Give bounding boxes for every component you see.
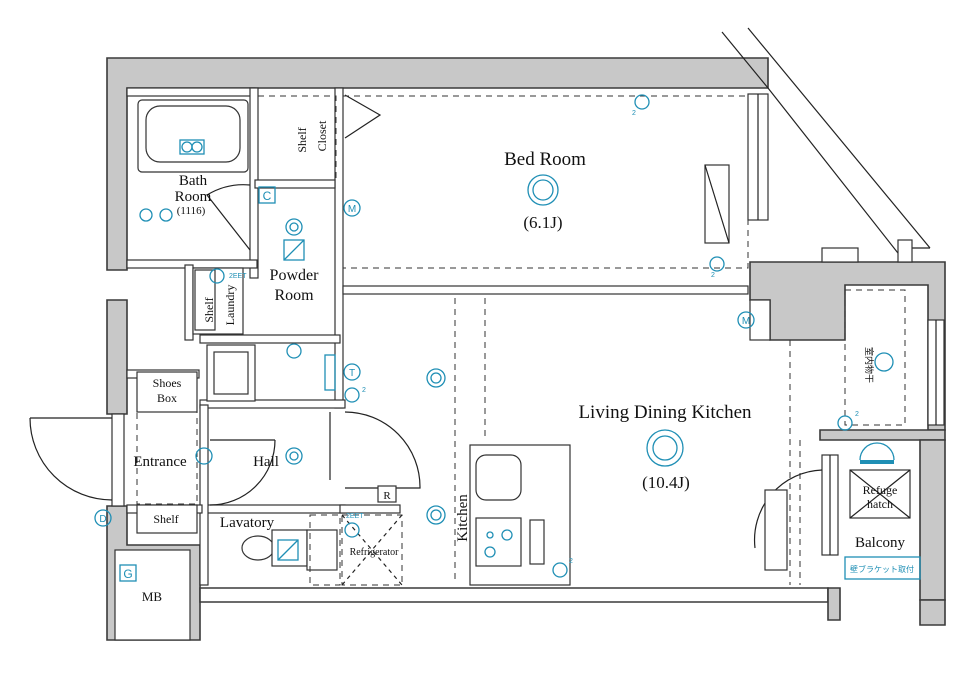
symbol-2-e: 2 — [569, 558, 573, 565]
symbol-g-text: G — [123, 567, 132, 581]
symbol-2eet-a: 2EET — [229, 273, 247, 280]
mb-label: MB — [142, 589, 163, 604]
ldk-dashed — [454, 289, 906, 585]
symbol-r-text: R — [383, 490, 391, 502]
bay-vent — [821, 247, 859, 263]
shelf-closet-label-1: Shelf — [295, 127, 309, 152]
symbol-m-text-1: M — [348, 204, 356, 215]
entrance-label: Entrance — [133, 454, 187, 470]
shelf-closet-label-2: Closet — [315, 120, 329, 151]
symbol-d-text: D — [99, 514, 106, 525]
refuge-hatch — [849, 469, 911, 519]
symbol-m-text-2: M — [742, 316, 750, 327]
shoes-box-label-2: Box — [157, 391, 177, 405]
bay-post — [897, 239, 913, 263]
bed-room-label: Bed Room — [504, 149, 586, 170]
bath-room-label-1: Bath — [179, 173, 208, 189]
symbol-t-text: T — [349, 368, 355, 379]
refuge-hatch-label-2: hatch — [867, 497, 893, 511]
shoes-box-label-1: Shoes — [153, 376, 182, 390]
entrance-shelf-box — [136, 504, 198, 534]
balcony-label: Balcony — [855, 535, 905, 551]
closet — [257, 94, 382, 181]
bed-room-size: (6.1J) — [523, 213, 562, 232]
refrigerator-label: Refrigerator — [350, 547, 400, 558]
bathtub — [137, 99, 249, 173]
drying-note: 室内物干 — [864, 347, 875, 383]
lavatory-label: Lavatory — [220, 515, 275, 531]
entrance-door — [29, 413, 125, 507]
bracket-note: 壁ブラケット取付 — [850, 564, 914, 574]
bracket-box — [844, 556, 921, 580]
entrance-shelf-label: Shelf — [153, 512, 178, 526]
balcony-door — [753, 469, 823, 571]
symbol-2-c: 2 — [362, 387, 366, 394]
symbol-2-a: 2 — [632, 110, 636, 117]
symbol-2-b: 2 — [711, 272, 715, 279]
symbol-c-text: C — [263, 189, 272, 203]
shelf-laundry-label-1: Shelf — [202, 297, 216, 322]
laundry-area — [192, 267, 256, 402]
symbol-c: C — [258, 186, 276, 204]
powder-room-label-2: Room — [274, 287, 314, 304]
bath-room-size: (1116) — [177, 205, 206, 217]
shelf-laundry-label-2: Laundry — [223, 285, 237, 326]
symbol-2eet-b: 2EET — [346, 513, 364, 520]
bedroom-dashed — [342, 95, 749, 269]
interior-walls — [126, 87, 771, 586]
powder-room-label-1: Powder — [270, 267, 320, 284]
ldk-window — [927, 319, 945, 426]
symbol-m-bedroom: M — [343, 199, 361, 217]
bath-door — [206, 184, 251, 251]
shoes-box — [136, 371, 198, 505]
light-fixtures — [139, 94, 895, 578]
hall-doors — [209, 411, 421, 506]
kitchen-label: Kitchen — [455, 494, 471, 542]
ldk-size: (10.4J) — [642, 473, 690, 492]
balcony-window — [821, 454, 839, 556]
symbol-2-d: 2 — [855, 411, 859, 418]
ldk-label: Living Dining Kitchen — [578, 402, 752, 423]
symbol-g: G — [119, 564, 137, 582]
symbol-m-ldk: M — [737, 311, 755, 329]
bay-window-outline — [721, 27, 931, 263]
symbol-r: R — [377, 485, 397, 503]
bedroom-window — [747, 93, 769, 221]
hall-label: Hall — [253, 454, 279, 470]
symbol-t: T — [343, 363, 361, 381]
kitchen-counter — [469, 444, 571, 586]
symbol-d: D — [94, 509, 112, 527]
refuge-hatch-label-1: Refuge — [863, 483, 898, 497]
bath-room-label-2: Room — [175, 189, 212, 205]
